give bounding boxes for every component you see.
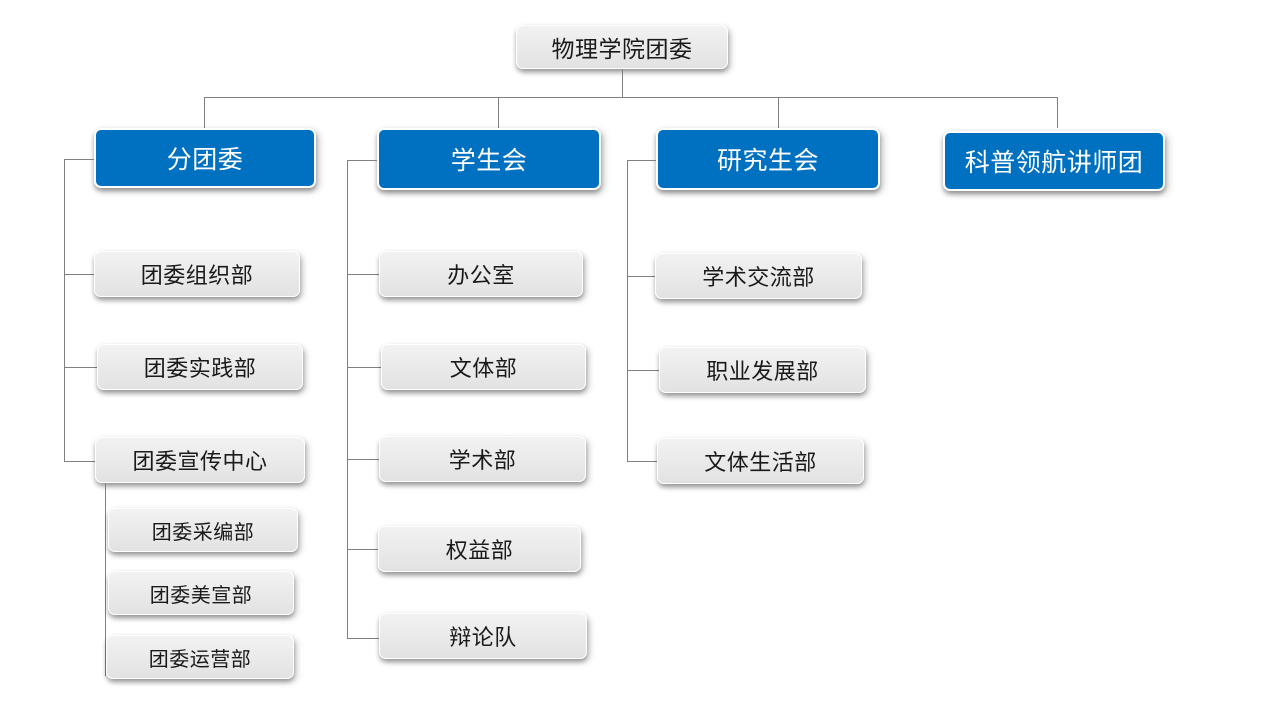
node-b1-child-2[interactable]: 团委实践部 (97, 344, 303, 390)
node-root[interactable]: 物理学院团委 (516, 25, 728, 69)
connector-stub-b3-c1 (627, 276, 655, 277)
connector-spine-branch-2 (347, 160, 348, 638)
connector-spine-b1-c3 (105, 483, 106, 676)
connector-spine-branch-3 (627, 160, 628, 461)
node-b2-child-5[interactable]: 辩论队 (379, 613, 587, 659)
connector-stub-b2-c2 (347, 367, 381, 368)
node-b1-c3-sub-1[interactable]: 团委采编部 (108, 508, 298, 552)
connector-stub-b1-c1 (64, 274, 94, 275)
node-b2-child-4[interactable]: 权益部 (378, 526, 581, 572)
connector-stub-b2-c5 (347, 638, 379, 639)
node-b3-child-2[interactable]: 职业发展部 (659, 347, 866, 393)
connector-spine-branch-1 (64, 159, 65, 461)
connector-root-bus (204, 97, 1058, 98)
connector-stub-b2-c3 (347, 459, 379, 460)
node-b2-child-3[interactable]: 学术部 (379, 436, 586, 482)
connector-stub-b3-c3 (627, 461, 657, 462)
connector-drop-branch-2 (498, 97, 499, 128)
node-branch-2[interactable]: 学生会 (377, 128, 601, 190)
node-b1-child-3[interactable]: 团委宣传中心 (95, 437, 305, 483)
node-b1-child-1[interactable]: 团委组织部 (94, 251, 300, 297)
node-branch-1[interactable]: 分团委 (94, 128, 316, 188)
node-b3-child-3[interactable]: 文体生活部 (657, 438, 864, 484)
connector-stub-b2-c4 (347, 549, 378, 550)
node-b1-c3-sub-3[interactable]: 团委运营部 (106, 635, 294, 679)
connector-root-stem (622, 69, 623, 97)
node-branch-3[interactable]: 研究生会 (656, 128, 880, 190)
connector-drop-branch-3 (778, 97, 779, 128)
node-b3-child-1[interactable]: 学术交流部 (655, 253, 862, 299)
connector-stub-branch-2-head (347, 160, 377, 161)
node-b1-c3-sub-2[interactable]: 团委美宣部 (108, 571, 294, 615)
connector-stub-branch-3-head (627, 160, 656, 161)
connector-stub-b1-c3 (64, 461, 95, 462)
connector-stub-branch-1-head (64, 159, 94, 160)
node-b2-child-2[interactable]: 文体部 (381, 344, 586, 390)
connector-stub-b1-c2 (64, 367, 97, 368)
connector-stub-b2-c1 (347, 274, 379, 275)
connector-drop-branch-1 (204, 97, 205, 128)
node-branch-4[interactable]: 科普领航讲师团 (943, 131, 1165, 191)
connector-drop-branch-4 (1057, 97, 1058, 128)
node-b2-child-1[interactable]: 办公室 (379, 251, 583, 297)
connector-stub-b3-c2 (627, 370, 659, 371)
